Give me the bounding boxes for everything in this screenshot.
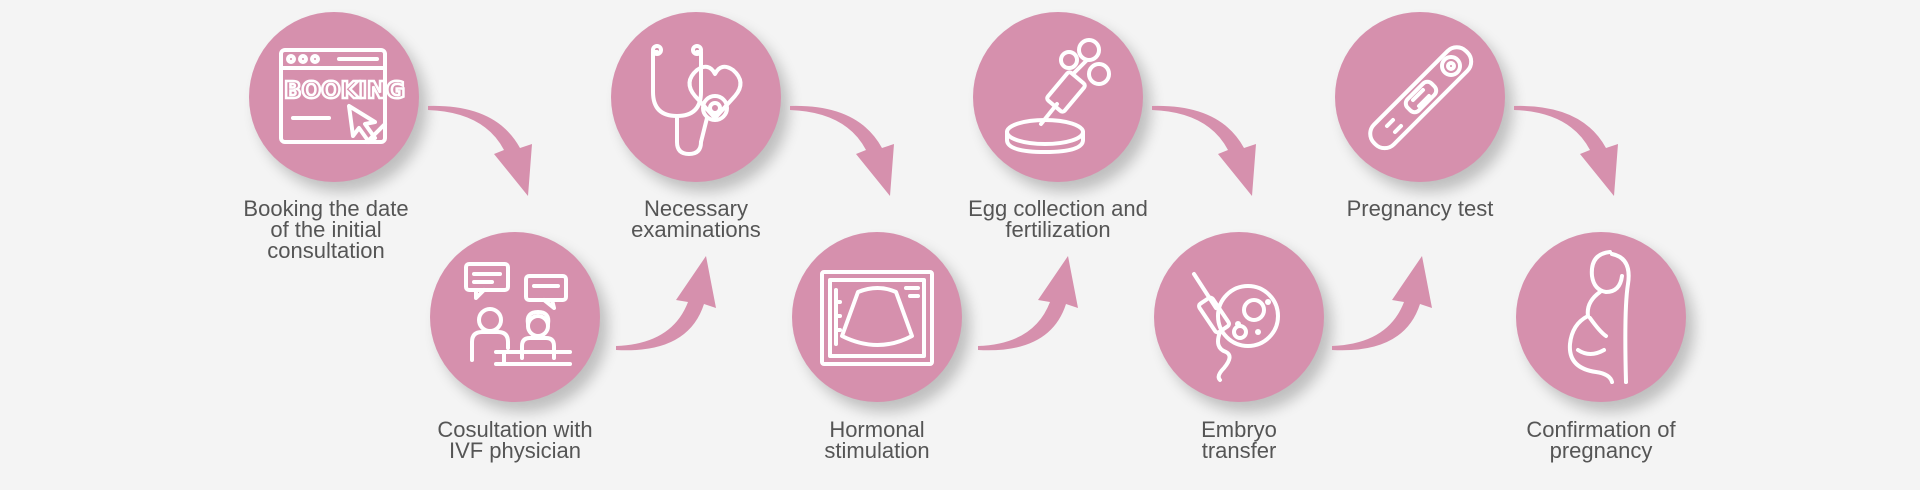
step-4-label: Hormonal stimulation	[824, 417, 930, 463]
step-1-circle: BOOKING	[249, 12, 419, 182]
doctor-consultation-icon	[464, 262, 572, 366]
step-1-label: Booking the date of the initial consulta…	[243, 196, 409, 263]
stethoscope-heart-icon	[651, 44, 743, 156]
booking-icon-text: BOOKING	[284, 78, 405, 104]
arrow-down-3	[1152, 105, 1256, 196]
step-5-circle	[973, 12, 1143, 182]
step-7-circle	[1335, 12, 1505, 182]
arrow-up-3	[1332, 256, 1432, 351]
step-5-label: Egg collection and fertilization	[968, 196, 1148, 242]
step-2-circle	[430, 232, 600, 402]
arrow-down-2	[790, 105, 894, 196]
ultrasound-screen-icon	[820, 270, 934, 366]
step-8-label: Confirmation of pregnancy	[1526, 417, 1676, 463]
arrow-up-1	[616, 256, 716, 351]
step-6-circle	[1154, 232, 1324, 402]
step-7-label: Pregnancy test	[1346, 196, 1494, 221]
arrow-up-2	[978, 256, 1078, 351]
step-3-circle	[611, 12, 781, 182]
arrow-down-4	[1514, 105, 1618, 196]
step-2-label: Cosultation with IVF physician	[437, 417, 593, 463]
step-6-label: Embryo transfer	[1201, 417, 1277, 463]
step-8-circle	[1516, 232, 1686, 402]
arrow-down-1	[428, 105, 532, 196]
pregnancy-test-icon	[1368, 45, 1474, 151]
step-4-circle	[792, 232, 962, 402]
pregnant-woman-icon	[1567, 250, 1631, 384]
booking-calendar-icon: BOOKING	[279, 48, 406, 144]
syringe-petri-dish-icon	[1005, 38, 1111, 154]
step-3-label: Necessary examinations	[631, 196, 761, 242]
embryo-injection-icon	[1192, 272, 1280, 382]
